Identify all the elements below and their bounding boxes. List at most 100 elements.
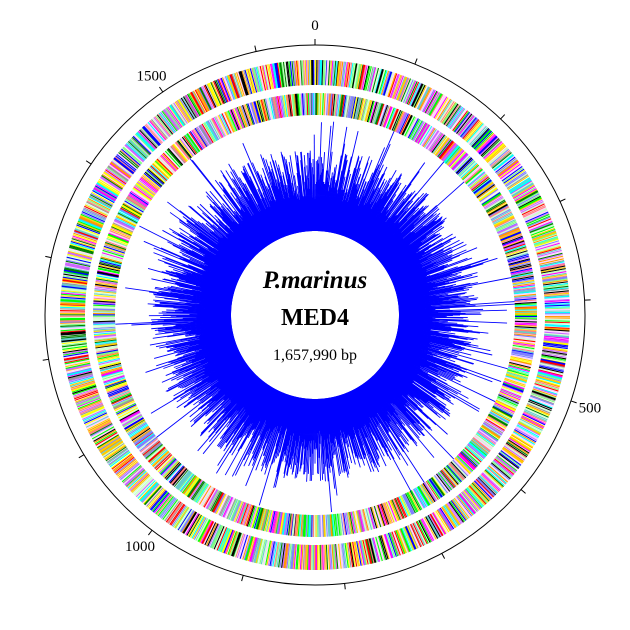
gene-mark (394, 75, 405, 100)
gene-mark (268, 97, 275, 120)
gene-mark (180, 137, 195, 156)
gene-mark (220, 77, 231, 102)
gene-mark (519, 418, 543, 431)
gene-mark (486, 144, 506, 163)
gene-mark (162, 460, 179, 478)
gene-mark (510, 434, 533, 449)
scale-tick (159, 86, 164, 93)
gene-mark (198, 87, 211, 111)
gene-mark (496, 221, 517, 232)
gene-mark (331, 544, 335, 570)
scale-tick (42, 358, 49, 361)
gene-mark (94, 340, 117, 345)
gene-mark (456, 455, 474, 472)
gene-mark (247, 103, 256, 125)
gene-mark (483, 470, 504, 489)
gene-mark (103, 171, 126, 188)
gene-mark (93, 307, 116, 310)
gene-mark (333, 514, 337, 537)
gene-mark (61, 287, 87, 293)
gene-mark (169, 147, 185, 165)
gene-mark (456, 113, 473, 135)
gene-mark (60, 292, 86, 296)
gene-mark (514, 325, 537, 329)
gene-mark (263, 64, 271, 90)
gene-mark (280, 512, 286, 535)
gene-mark (246, 103, 254, 125)
gene-mark (224, 76, 235, 100)
gene-mark (63, 350, 88, 356)
gene-mark (479, 475, 498, 494)
gene-mark (128, 423, 148, 437)
gene-mark (346, 542, 352, 568)
gene-mark (108, 388, 130, 399)
gene-mark (373, 102, 382, 125)
gene-mark (373, 505, 382, 528)
gene-mark (491, 406, 513, 419)
gene-mark (371, 506, 379, 529)
gene-mark (536, 374, 562, 382)
gene-mark (130, 473, 150, 492)
gene-mark (94, 337, 117, 342)
gene-mark (504, 243, 526, 252)
gene-mark (525, 407, 549, 419)
gene-mark (493, 459, 514, 476)
gene-mark (348, 96, 354, 119)
gene-mark (280, 95, 285, 118)
gene-mark (284, 61, 289, 87)
gene-mark (506, 252, 529, 260)
gene-mark (251, 537, 260, 563)
gene-mark (325, 60, 330, 86)
gene-mark (126, 469, 146, 488)
gene-mark (398, 113, 409, 134)
gene-mark (386, 501, 396, 523)
gene-mark (360, 98, 367, 121)
gene-mark (422, 517, 436, 541)
gene-mark (472, 481, 491, 501)
gene-mark (118, 151, 139, 169)
gene-mark (455, 156, 472, 174)
gene-mark (393, 75, 403, 100)
gene-mark (121, 413, 143, 427)
gene-mark (82, 408, 106, 421)
gene-mark (142, 174, 161, 189)
gene-mark (517, 423, 541, 436)
gene-mark (128, 193, 148, 207)
gene-mark (217, 494, 229, 515)
gene-mark (493, 403, 515, 415)
gene-mark (60, 305, 86, 308)
gene-mark (410, 82, 422, 107)
gene-mark (259, 539, 266, 565)
gene-mark (234, 107, 244, 129)
gene-mark (495, 220, 517, 231)
genome-size: 1,657,990 bp (273, 347, 357, 364)
gene-mark (354, 97, 361, 120)
gene-mark (444, 504, 460, 527)
gene-mark (502, 167, 524, 183)
gene-mark (274, 63, 280, 88)
gene-mark (514, 330, 537, 335)
gene-mark (289, 61, 294, 87)
gene-mark (93, 300, 116, 303)
gene-mark (206, 83, 220, 107)
gene-mark (298, 60, 302, 86)
gene-mark (369, 101, 377, 123)
gene-mark (541, 351, 567, 357)
gene-mark (475, 433, 494, 448)
gene-mark (542, 275, 568, 281)
gene-mark (137, 130, 157, 150)
gene-mark (354, 63, 362, 89)
gene-mark (93, 319, 116, 321)
gene-mark (165, 107, 182, 129)
gene-mark (269, 541, 275, 567)
gene-mark (286, 94, 292, 117)
gene-mark (341, 513, 347, 535)
gene-mark (62, 277, 88, 283)
gene-mark (506, 250, 528, 258)
gene-mark (64, 357, 90, 364)
gene-mark (224, 497, 235, 519)
gene-mark (499, 162, 520, 179)
gene-mark (514, 323, 537, 326)
gene-mark (538, 256, 564, 264)
gene-mark (93, 329, 116, 332)
